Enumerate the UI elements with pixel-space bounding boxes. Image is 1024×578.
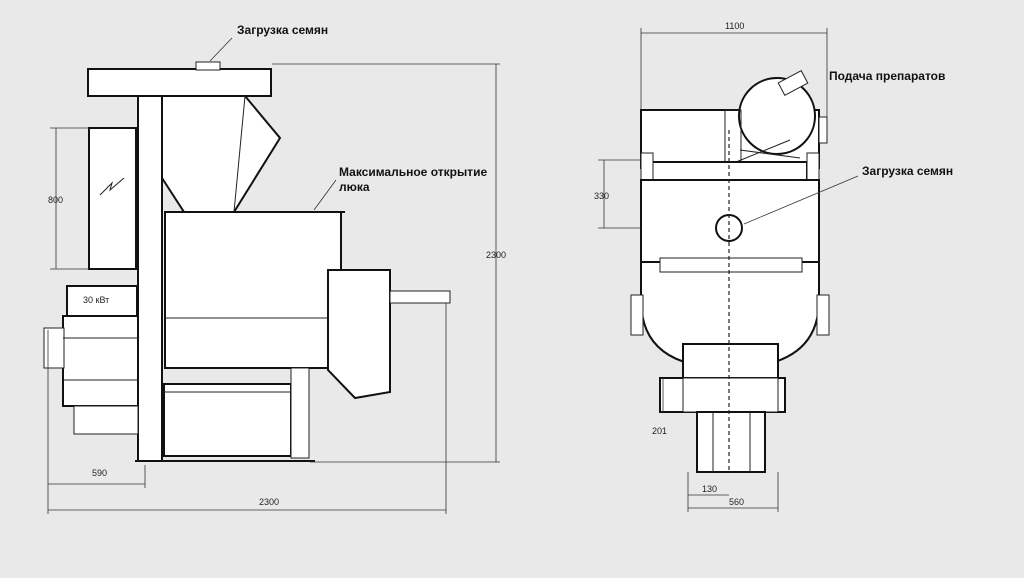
motor-base xyxy=(73,405,139,435)
seed-hopper xyxy=(161,95,282,213)
drum-flange xyxy=(777,70,809,96)
discharge-pipe xyxy=(389,290,451,304)
outlet-pipe xyxy=(696,411,766,473)
side-bracket xyxy=(818,116,828,144)
motor-body xyxy=(62,315,139,407)
seed-leader xyxy=(209,37,233,62)
drum-strut xyxy=(739,149,801,159)
dim-201-label: 201 xyxy=(652,426,667,436)
discharge-unit xyxy=(327,269,391,400)
preparation-drum xyxy=(738,77,816,155)
dim-330-label: 330 xyxy=(594,191,609,201)
preparations-feed-label: Подача препаратов xyxy=(829,69,945,83)
bowl-lug-left xyxy=(630,294,644,336)
max-hatch-label-2: люка xyxy=(339,180,370,194)
motor-power-label: 30 кВт xyxy=(83,295,109,305)
seed-inlet xyxy=(195,61,221,71)
main-tank xyxy=(164,211,342,369)
drum-strut xyxy=(735,139,791,163)
hopper-edge xyxy=(233,95,246,213)
max-hatch-label: Максимальное открытие xyxy=(339,165,487,179)
outlet-inner xyxy=(682,377,779,413)
front-view xyxy=(598,28,859,512)
support-column xyxy=(137,95,163,462)
dim-590-label: 590 xyxy=(92,468,107,478)
lower-frame xyxy=(163,383,292,457)
control-cabinet xyxy=(88,127,137,270)
dim-800-label: 800 xyxy=(48,195,63,205)
mid-band xyxy=(651,161,808,181)
dim-1100-label: 1100 xyxy=(725,21,744,31)
side-view xyxy=(43,37,500,514)
motor-fan xyxy=(43,327,65,369)
seed-loading-label: Загрузка семян xyxy=(237,23,328,37)
dim-560-label: 560 xyxy=(729,497,744,507)
hatch-leader xyxy=(313,179,337,211)
lower-housing xyxy=(682,343,779,379)
lightning-icon xyxy=(99,177,125,196)
dim-130-label: 130 xyxy=(702,484,717,494)
dim-2300-length-label: 2300 xyxy=(259,497,279,507)
top-lid xyxy=(87,68,272,97)
seed-front-leader xyxy=(743,175,859,225)
frame-leg xyxy=(290,367,310,459)
bowl-rim xyxy=(659,257,803,273)
seed-loading-front-label: Загрузка семян xyxy=(862,164,953,178)
dim-2300-height-label: 2300 xyxy=(486,250,506,260)
bowl-lug-right xyxy=(816,294,830,336)
